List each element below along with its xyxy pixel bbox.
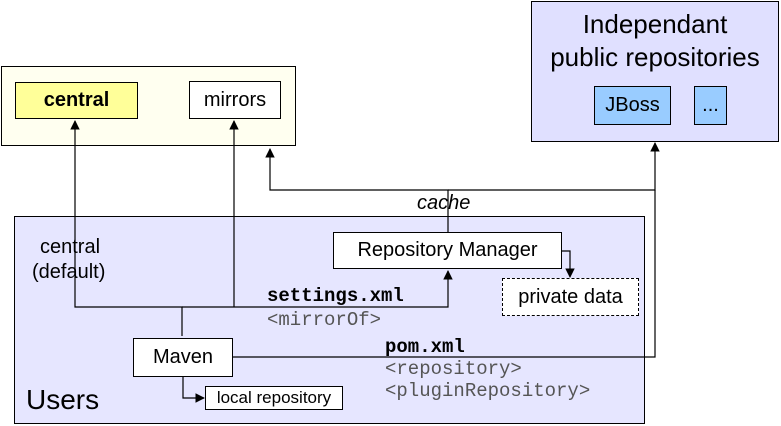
jboss-label: JBoss xyxy=(605,94,660,116)
local-repository-connector xyxy=(182,377,205,403)
settings-xml-label: settings.xml xyxy=(267,285,404,307)
central-default-line1: central xyxy=(40,236,101,258)
independent-repositories-group: Independant public repositories JBoss ..… xyxy=(531,1,779,142)
cache-connector-remote xyxy=(265,148,449,233)
remote-repositories-group: central mirrors xyxy=(1,66,296,146)
plugin-repository-tag-label: <pluginRepository> xyxy=(385,380,591,402)
repository-manager-label: Repository Manager xyxy=(357,239,538,261)
maven-label: Maven xyxy=(152,346,214,368)
central-default-line2: (default) xyxy=(32,261,106,283)
mirror-of-label: <mirrorOf> xyxy=(267,309,382,331)
users-title: Users xyxy=(26,384,100,415)
repository-manager-box: Repository Manager xyxy=(333,232,562,269)
more-repositories-box: ... xyxy=(694,86,727,125)
central-repository-label: central xyxy=(43,89,110,111)
pom-connector xyxy=(232,190,656,358)
settings-connector xyxy=(182,270,453,308)
repository-tag-label: <repository> xyxy=(385,358,522,380)
local-repository-label: local repository xyxy=(216,388,332,407)
central-default-connector xyxy=(70,120,183,336)
jboss-repository-box: JBoss xyxy=(594,86,671,125)
local-repository-box: local repository xyxy=(205,386,343,410)
central-repository-box: central xyxy=(15,82,138,119)
private-data-connector xyxy=(561,250,575,278)
private-data-box: private data xyxy=(502,278,639,316)
mirrors-box: mirrors xyxy=(189,81,281,119)
pom-xml-label: pom.xml xyxy=(385,336,465,358)
cache-connector-independent xyxy=(448,142,660,191)
maven-box: Maven xyxy=(133,338,233,377)
more-label: ... xyxy=(702,94,719,116)
cache-label: cache xyxy=(417,192,471,214)
independent-title-line1: Independant xyxy=(582,9,728,39)
mirrors-label: mirrors xyxy=(203,88,267,111)
private-data-label: private data xyxy=(518,285,623,308)
independent-title-line2: public repositories xyxy=(550,42,760,72)
